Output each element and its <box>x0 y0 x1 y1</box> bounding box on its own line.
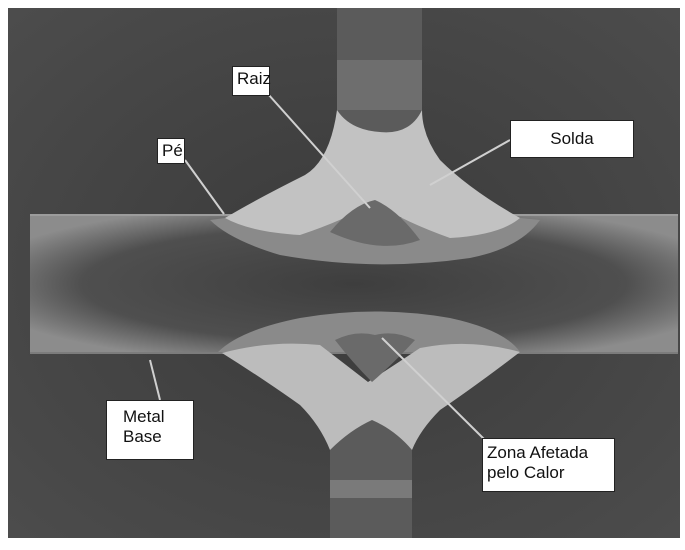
label-solda: Solda <box>510 120 634 158</box>
label-zona-afetada: Zona Afetada pelo Calor <box>482 438 615 492</box>
top-member-band <box>337 60 422 110</box>
label-metal-base: Metal Base <box>106 400 194 460</box>
label-zona-afetada-line1: Zona Afetada <box>487 443 610 463</box>
label-metal-base-line2: Base <box>123 427 189 447</box>
label-metal-base-line1: Metal <box>123 407 189 427</box>
label-pe-text: Pé <box>162 141 180 161</box>
label-raiz: Raiz <box>232 66 270 96</box>
label-zona-afetada-line2: pelo Calor <box>487 463 610 483</box>
bottom-member-band <box>330 480 412 498</box>
label-solda-text: Solda <box>515 129 629 149</box>
label-pe: Pé <box>157 138 185 164</box>
label-raiz-text: Raiz <box>237 69 265 89</box>
